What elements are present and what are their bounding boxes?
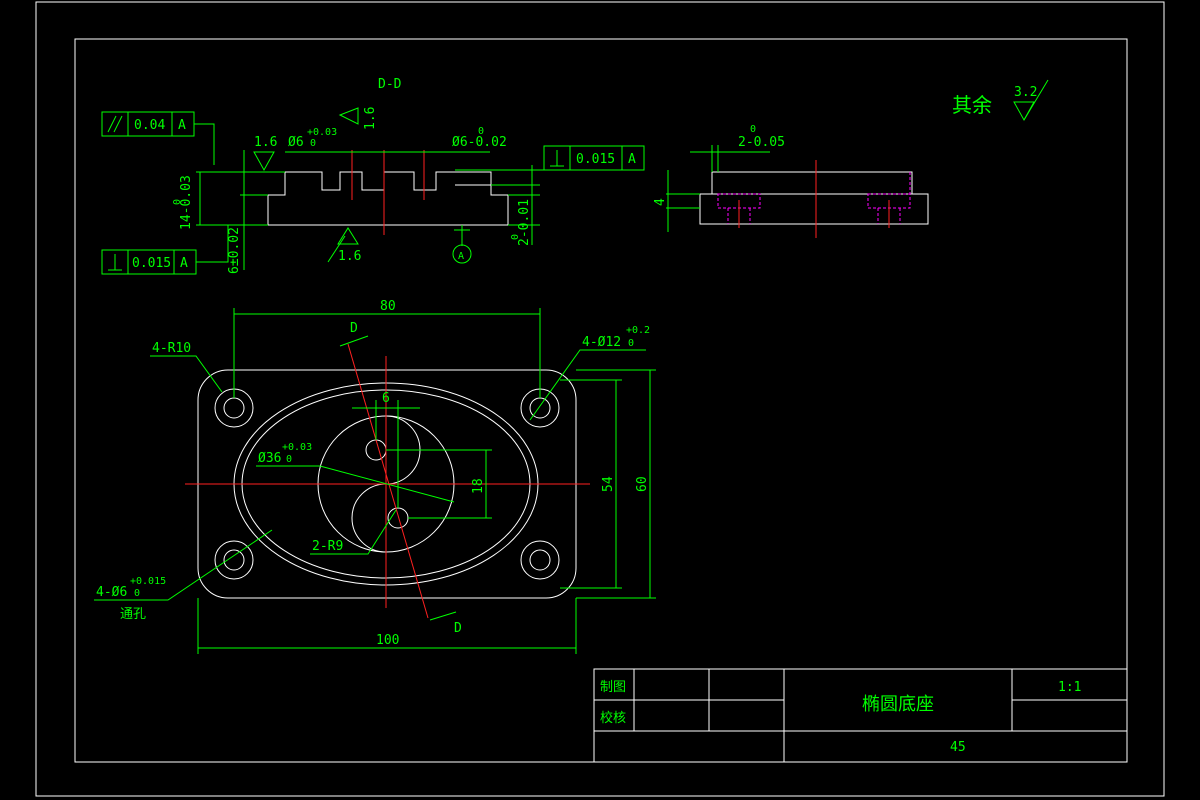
svg-text:0.04: 0.04	[134, 118, 165, 133]
dim-holes: 4-Ø6	[96, 585, 127, 600]
tolerance-perp-right: 0.015 A	[543, 145, 645, 171]
tolerance-parallel: 0.04 A	[101, 111, 215, 165]
roughness-1: 1.6	[254, 135, 277, 150]
finish-note-label: 其余	[952, 93, 992, 117]
section-view: D-D Ø6 +0.03 0 Ø6-0.02 0 14-0.03 0	[101, 77, 645, 275]
datum-symbol	[452, 244, 472, 264]
dim-d12-tol: +0.2	[626, 325, 650, 336]
svg-text:A: A	[628, 152, 636, 167]
scale: 1:1	[1058, 680, 1081, 695]
corner-hole	[520, 540, 560, 580]
svg-text:A: A	[178, 118, 186, 133]
roughness-2: 1.6	[363, 107, 378, 130]
title-block: 制图 校核 椭圆底座 1:1 45	[593, 668, 1128, 763]
section-body	[267, 171, 509, 226]
dim-d18: 18	[471, 478, 486, 494]
tolerance-perp-left: 0.015 A	[101, 225, 229, 275]
dim-side-h4: 4	[653, 198, 668, 206]
dim-d6-right: Ø6-0.02	[452, 135, 507, 150]
dim-d6-left-tol: +0.03	[307, 127, 337, 138]
svg-text:0.015: 0.015	[132, 256, 171, 271]
dim-d6: 6	[382, 391, 390, 406]
dim-d36: Ø36	[258, 451, 281, 466]
dim-w80: 80	[380, 299, 396, 314]
section-label: D-D	[378, 77, 402, 92]
dim-d12: 4-Ø12	[582, 335, 621, 350]
section-mark-bottom: D	[454, 621, 462, 636]
dim-holes-tol: +0.015	[130, 576, 166, 587]
material: 45	[950, 740, 966, 755]
plan-view: 80 100 54 60 6 18 4-R10 4-Ø12 +0.2 0 Ø36…	[94, 299, 656, 654]
section-mark-top: D	[350, 321, 358, 336]
roughness-symbol	[338, 107, 359, 125]
dim-h2: 2-0.01	[517, 199, 532, 246]
inner-border	[74, 38, 1128, 763]
dim-d12-tol0: 0	[628, 338, 634, 349]
dim-h60: 60	[635, 476, 650, 492]
title-drawn: 制图	[600, 680, 626, 695]
dim-side-w2-tol0: 0	[750, 124, 756, 135]
corner-hole	[214, 540, 254, 580]
roughness-3: 1.6	[338, 249, 361, 264]
dim-holes-tol0: 0	[134, 588, 140, 599]
dim-r10: 4-R10	[152, 341, 191, 356]
dim-w100: 100	[376, 633, 399, 648]
small-hole	[365, 439, 387, 461]
svg-text:A: A	[180, 256, 188, 271]
part-name: 椭圆底座	[862, 694, 934, 715]
roughness-symbol	[337, 227, 359, 245]
dim-d6-left: Ø6	[288, 135, 304, 150]
svg-text:0.015: 0.015	[576, 152, 615, 167]
dim-h2-tol0: 0	[510, 234, 521, 240]
dim-d6-left-tol0: 0	[310, 138, 316, 149]
dim-d36-tol0: 0	[286, 454, 292, 465]
dim-h54: 54	[601, 476, 616, 492]
dim-h14-tol0: 0	[172, 199, 183, 205]
side-view: 2-0.05 0 4	[653, 124, 929, 238]
dim-side-w2: 2-0.05	[738, 135, 785, 150]
dim-holes-note: 通孔	[120, 607, 146, 622]
roughness-symbol	[253, 151, 275, 172]
datum-a: A	[458, 251, 464, 262]
outer-border	[35, 1, 1165, 797]
dim-r9: 2-R9	[312, 539, 343, 554]
dim-d36-tol: +0.03	[282, 442, 312, 453]
dim-h6: 6±0.02	[227, 227, 242, 274]
title-checked: 校核	[600, 710, 626, 726]
dim-d6-right-tol0: 0	[478, 126, 484, 137]
finish-roughness-symbol	[1013, 101, 1035, 122]
finish-note-value: 3.2	[1014, 85, 1037, 100]
dim-h14: 14-0.03	[179, 175, 194, 230]
